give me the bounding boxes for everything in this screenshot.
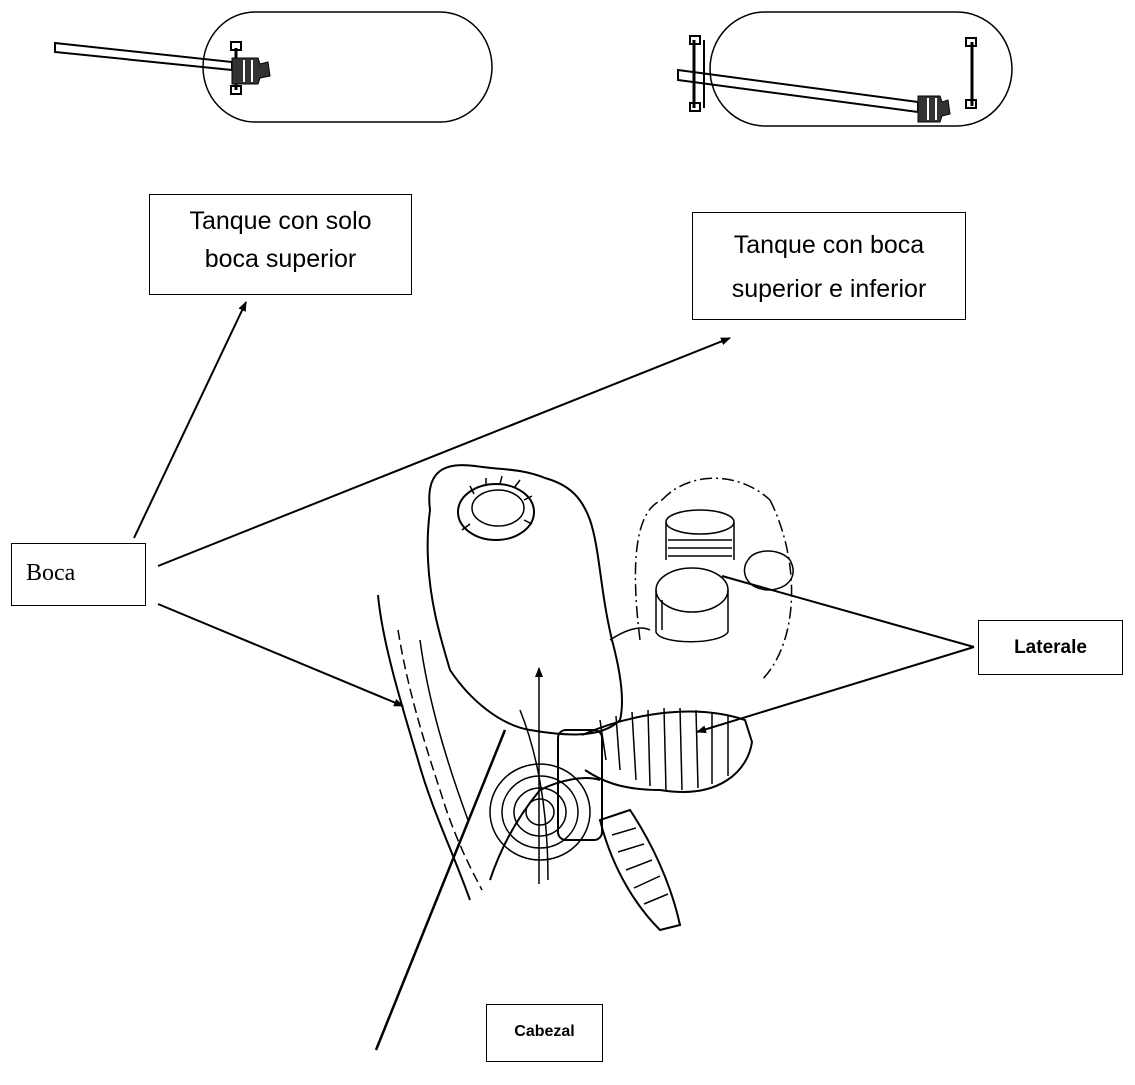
arrow-boca-to-tank-top <box>134 302 246 538</box>
label-boca: Boca <box>11 543 146 606</box>
arrow-boca-to-tank-both <box>158 338 730 566</box>
label-tank-top-only-line1: Tanque con solo <box>150 202 411 240</box>
label-tank-top-bottom: Tanque con boca superior e inferior <box>692 212 966 320</box>
label-tank-top-only: Tanque con solo boca superior <box>149 194 412 295</box>
arrow-laterale-to-pipe <box>697 647 974 732</box>
diagonal-stroke <box>376 730 505 1050</box>
label-tank-top-bottom-line2: superior e inferior <box>693 267 965 311</box>
label-cabezal: Cabezal <box>486 1004 603 1062</box>
arrow-laterale-to-detail <box>722 576 974 647</box>
tank-top-bottom-drawing <box>678 12 1012 126</box>
leader-lines <box>134 302 974 1050</box>
label-cabezal-text: Cabezal <box>487 1005 602 1059</box>
label-boca-text: Boca <box>26 560 145 587</box>
label-laterale: Laterale <box>978 620 1123 675</box>
label-tank-top-bottom-line1: Tanque con boca <box>693 223 965 267</box>
arrow-boca-to-head <box>158 604 403 706</box>
label-tank-top-only-line2: boca superior <box>150 240 411 278</box>
label-laterale-text: Laterale <box>979 621 1122 674</box>
tank-top-only-drawing <box>55 12 492 122</box>
valve-head-drawing <box>378 465 793 930</box>
